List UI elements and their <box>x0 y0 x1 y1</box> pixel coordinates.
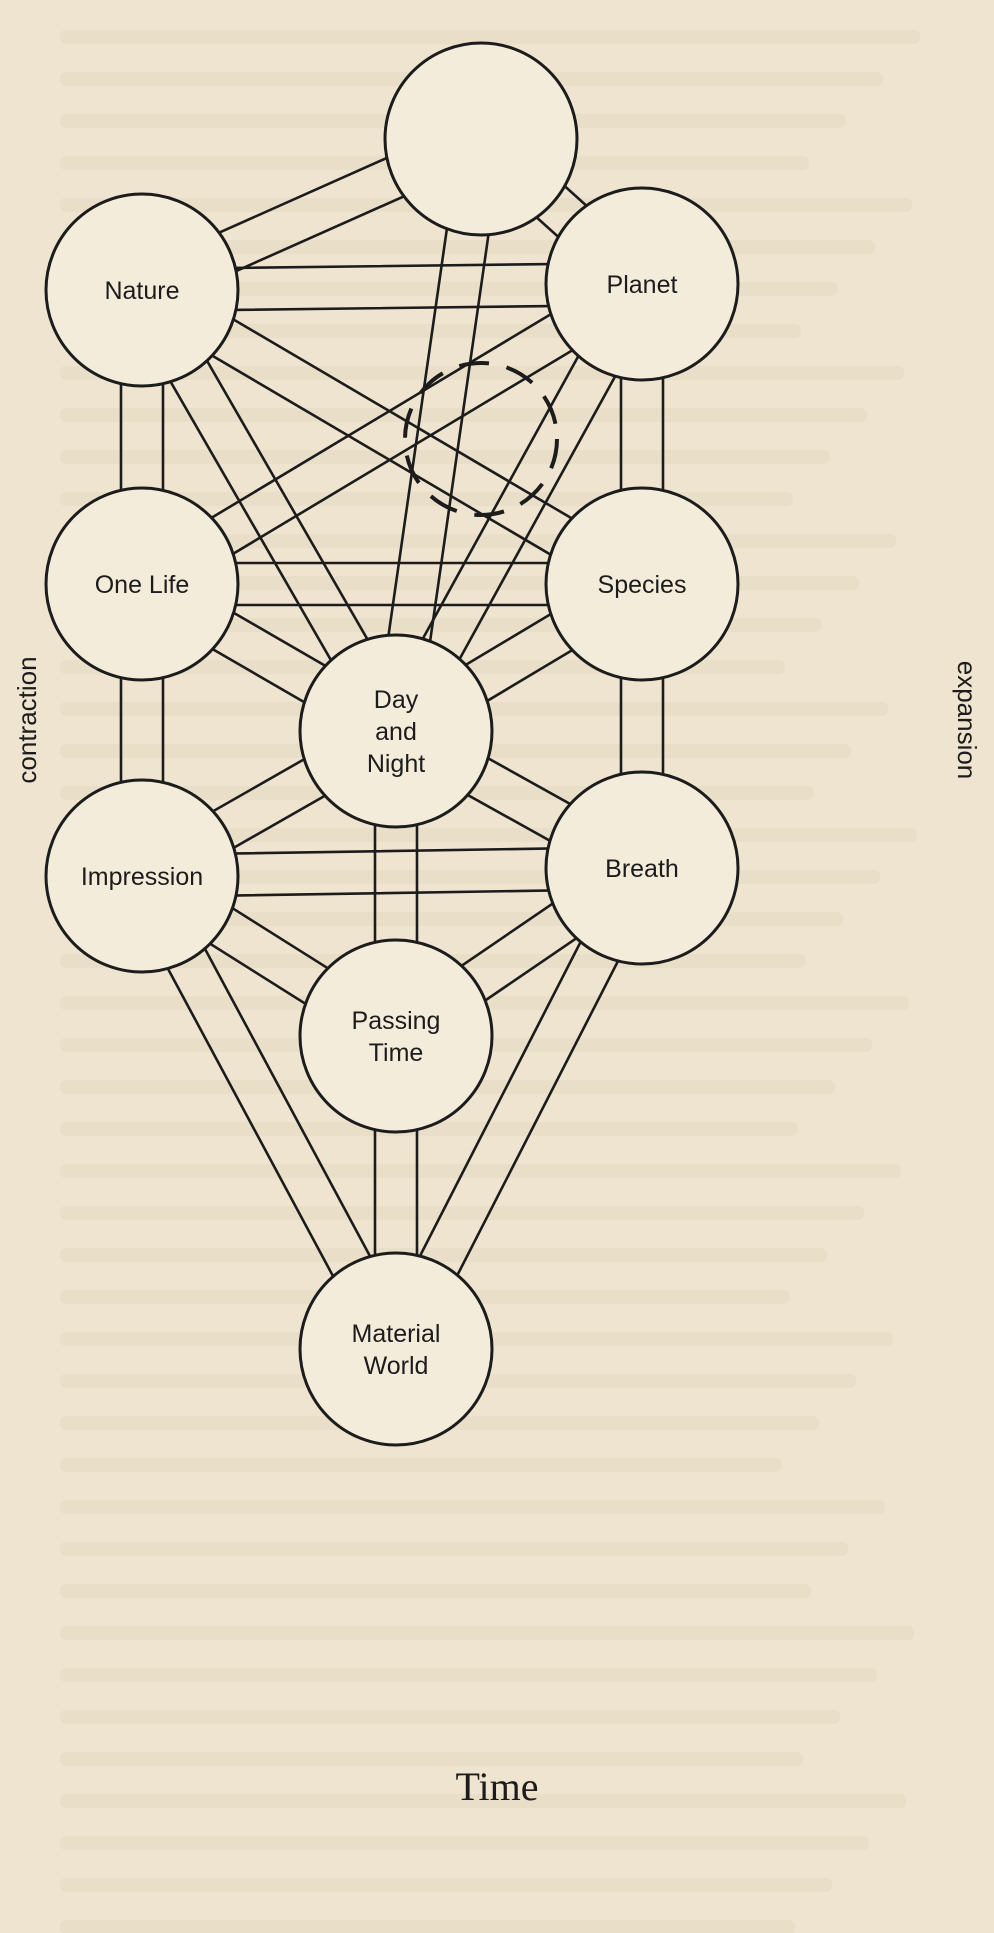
node-species <box>544 486 740 682</box>
expansion-label: expansion <box>952 661 982 780</box>
bleed-through-line <box>60 1710 840 1724</box>
path-planet-one-life <box>151 300 655 604</box>
bleed-through-line <box>60 1626 914 1640</box>
node-abyss-dashed-circle <box>403 361 559 517</box>
contraction-label: contraction <box>12 656 42 783</box>
diagram-caption: Time <box>455 1764 538 1809</box>
path-nature-species <box>130 306 633 604</box>
bleed-through-line <box>60 1206 864 1220</box>
bleed-through-line <box>60 30 920 44</box>
bleed-through-line <box>60 1122 798 1136</box>
node-one-life <box>44 486 240 682</box>
path-nature-species <box>151 270 654 568</box>
bleed-through-line <box>60 1878 832 1892</box>
bleed-through-line <box>60 1794 906 1808</box>
bleed-through-line <box>60 1500 885 1514</box>
node-nature <box>44 192 240 388</box>
bleed-through-line <box>60 1542 848 1556</box>
node-label-planet: Planet <box>607 271 678 299</box>
bleed-through-line <box>60 1584 811 1598</box>
bleed-through-line <box>60 1668 877 1682</box>
bleed-through-line <box>60 1752 803 1766</box>
node-label-species: Species <box>598 571 687 599</box>
bleed-through-line <box>60 450 830 464</box>
node-day-and-night <box>298 633 494 829</box>
node-label-one-life: One Life <box>95 571 190 599</box>
path-crown-day-and-night <box>373 134 462 730</box>
node-material-world <box>298 1251 494 1447</box>
path-planet-one-life <box>129 264 633 568</box>
bleed-through-line <box>60 1164 901 1178</box>
path-crown-day-and-night <box>415 140 504 736</box>
bleed-through-line <box>60 1248 827 1262</box>
node-crown <box>383 41 579 237</box>
node-label-breath: Breath <box>605 855 679 883</box>
bleed-through-line <box>60 1920 795 1933</box>
bleed-through-line <box>60 1836 869 1850</box>
node-breath <box>544 770 740 966</box>
node-label-nature: Nature <box>104 277 179 305</box>
node-label-impression: Impression <box>81 863 203 891</box>
node-planet <box>544 186 740 382</box>
node-impression <box>44 778 240 974</box>
bleed-through-line <box>60 366 904 380</box>
node-passing-time <box>298 938 494 1134</box>
bleed-through-line <box>60 1458 782 1472</box>
